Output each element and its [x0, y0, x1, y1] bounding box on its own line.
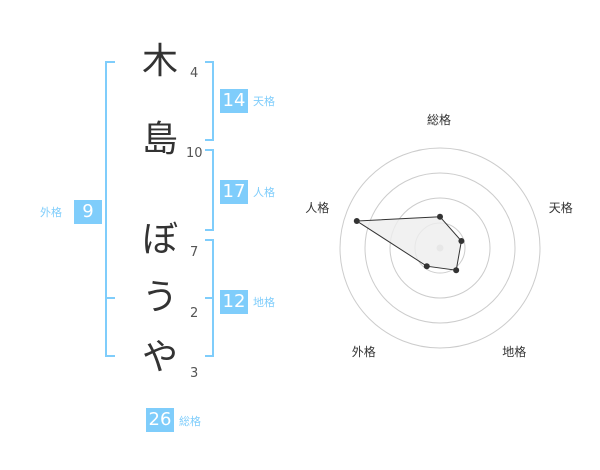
stroke-count-4: 2 [190, 306, 199, 321]
stroke-count-3: 7 [190, 245, 199, 260]
radar-point-3 [453, 267, 460, 274]
tenkaku-bracket [205, 61, 214, 141]
radar-ring-4 [339, 147, 541, 349]
radar-point-5 [353, 217, 360, 224]
radar-ring-2 [389, 197, 491, 299]
gaikaku-label: 外格 [40, 206, 62, 219]
radar-point-4 [423, 263, 430, 270]
radar-point-1 [437, 213, 443, 220]
gaikaku-bracket [105, 61, 115, 357]
radar-ring-3 [364, 172, 516, 324]
radar-axis-label-3: 地格 [502, 344, 527, 359]
radar-polygon [355, 216, 462, 271]
radar-point-2 [458, 238, 465, 245]
radar-axis-label-5: 人格 [305, 201, 330, 216]
name-char-4: う [141, 277, 178, 318]
tenkaku-value-badge: 14 [220, 89, 248, 113]
name-char-1: 木 [141, 41, 178, 82]
name-char-5: や [141, 337, 178, 378]
soukaku-value-badge: 26 [146, 408, 174, 432]
stroke-count-1: 4 [190, 66, 199, 81]
jinkaku-label: 人格 [253, 186, 275, 199]
stroke-count-5: 3 [190, 366, 199, 381]
tenkaku-label: 天格 [253, 95, 275, 108]
radar-axis-label-4: 外格 [351, 344, 376, 359]
name-char-3: ぼ [141, 219, 178, 260]
gaikaku-value-badge: 9 [74, 200, 102, 224]
jinkaku-value-badge: 17 [220, 180, 248, 204]
chikaku-label: 地格 [253, 296, 275, 309]
chikaku-value-badge: 12 [220, 290, 248, 314]
radar-axis-label-1: 総格 [427, 113, 452, 127]
soukaku-label: 総格 [179, 415, 201, 428]
stroke-count-2: 10 [186, 146, 203, 161]
name-char-2: 島 [141, 119, 178, 160]
jinkaku-bracket [205, 149, 214, 231]
radar-axis-label-2: 天格 [548, 201, 573, 216]
